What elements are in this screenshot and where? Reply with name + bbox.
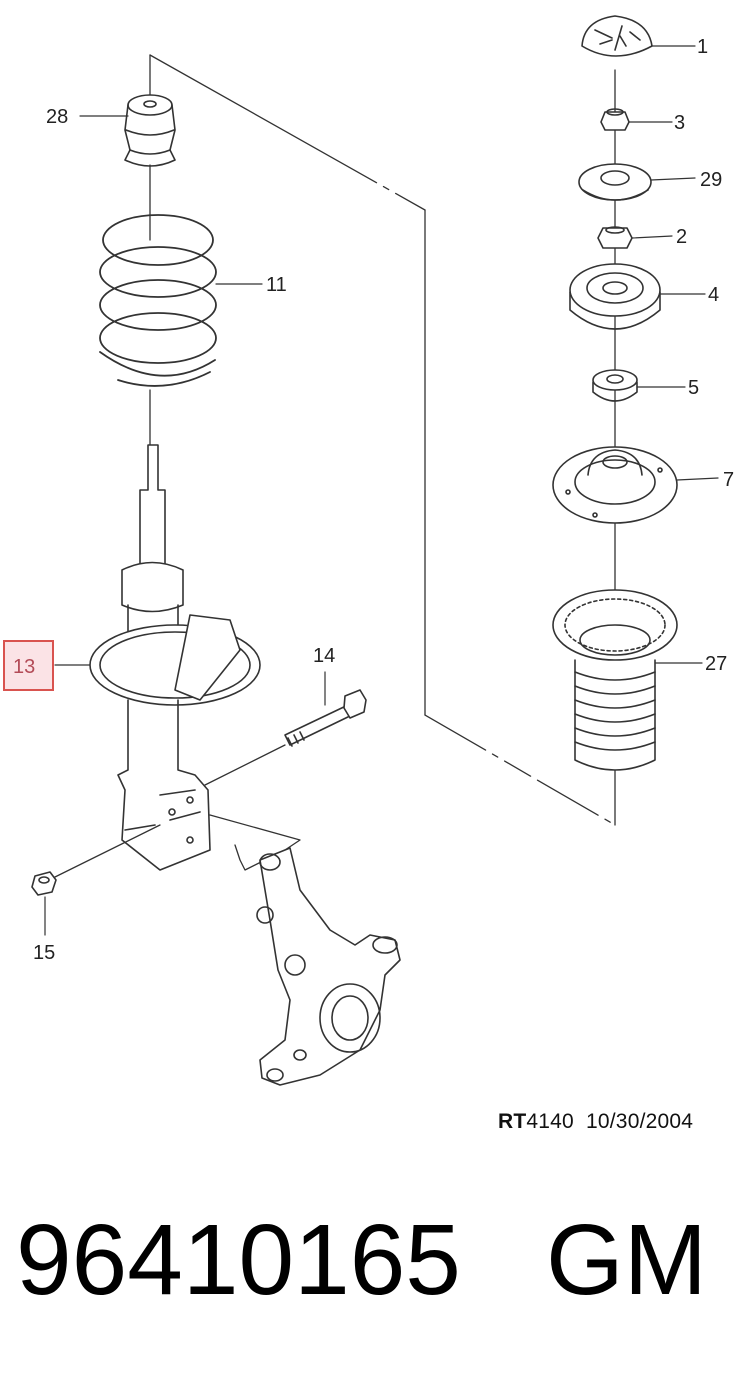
part-7-strut-mount (552, 446, 678, 524)
part-11-coil-spring (99, 214, 217, 387)
callout-29: 29 (700, 169, 722, 191)
callout-labels: 1 3 29 2 4 5 7 27 28 11 13 14 15 (3, 36, 734, 964)
callout-5: 5 (688, 377, 699, 399)
part-3-nut (600, 108, 630, 131)
leader-lines (44, 45, 719, 936)
part-14-bolt (284, 689, 367, 747)
callout-13-highlight[interactable]: 13 (3, 640, 54, 691)
callout-4: 4 (708, 284, 719, 306)
callout-27: 27 (705, 653, 727, 675)
part-2-nut (597, 226, 633, 249)
drawing-code-prefix: RT (498, 1110, 527, 1133)
callout-15: 15 (33, 942, 55, 964)
drawing-code-number: 4140 (526, 1110, 574, 1133)
part-footer: 96410165 GM (16, 1200, 741, 1320)
part-15-nut (31, 871, 57, 896)
steering-knuckle (256, 847, 401, 1086)
part-4-bearing-mount (569, 263, 661, 330)
callout-3: 3 (674, 112, 685, 134)
brand-name: GM (546, 1204, 708, 1316)
part-28-bump-stop (124, 94, 176, 167)
drawing-reference: RT4140 10/30/2004 (498, 1110, 693, 1134)
callout-14: 14 (313, 645, 335, 667)
callout-13[interactable]: 13 (13, 656, 35, 678)
explode-frame-lines (54, 54, 616, 878)
callout-1: 1 (697, 36, 708, 58)
part-27-dust-boot (552, 589, 678, 771)
drawing-date: 10/30/2004 (586, 1110, 694, 1133)
callout-11: 11 (266, 274, 287, 296)
callout-2: 2 (676, 226, 687, 248)
part-number: 96410165 (16, 1204, 461, 1316)
part-1-cap (581, 15, 653, 57)
callout-28: 28 (46, 106, 68, 128)
callout-7: 7 (723, 469, 734, 491)
part-5-spacer (592, 369, 638, 402)
part-13-strut-assembly (89, 444, 261, 871)
part-29-washer (578, 163, 652, 201)
